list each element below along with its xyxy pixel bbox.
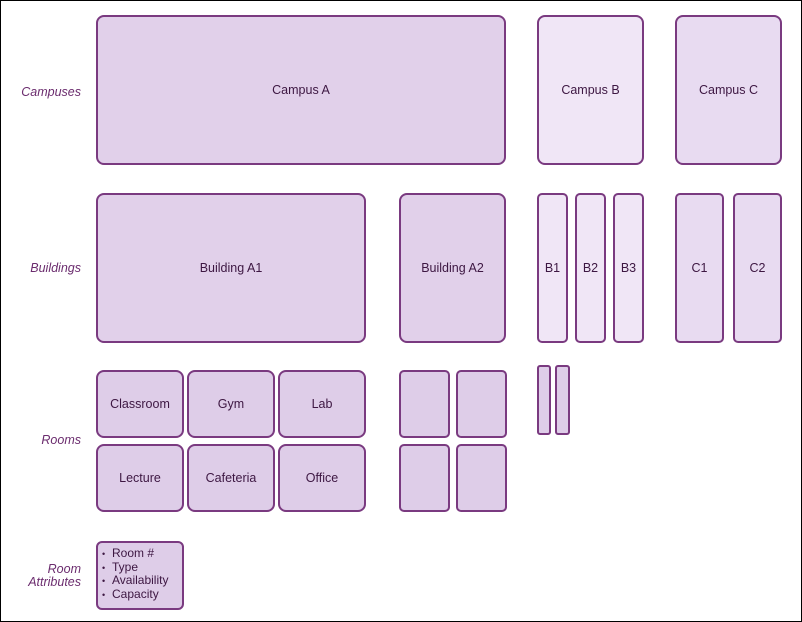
attribute-item: • Availability [102,574,182,588]
building-b2-box: B2 [575,193,606,343]
attribute-item: • Type [102,559,182,575]
room-a2-2-box [456,370,507,438]
room-office-box: Office [278,444,366,512]
attribute-room-number: Room # [112,546,155,560]
room-lecture-box: Lecture [96,444,184,512]
room-classroom-label: Classroom [110,397,170,411]
campus-a-label: Campus A [272,83,330,97]
attribute-item: • Capacity [102,586,182,602]
room-gym-box: Gym [187,370,275,438]
attribute-capacity: Capacity [112,586,159,601]
row-label-campuses: Campuses [21,85,81,99]
row-label-rooms: Rooms [41,433,81,447]
bullet-icon: • [102,562,106,573]
campus-c-label: Campus C [698,83,759,97]
building-c1-box: C1 [675,193,724,343]
building-c2-box: C2 [733,193,782,343]
row-label-room-attributes-line2: Attributes [28,575,81,589]
room-gym-label: Gym [217,397,245,411]
room-cafeteria-label: Cafeteria [205,471,257,485]
building-a2-box: Building A2 [399,193,506,343]
room-b1-1-box [537,365,551,435]
room-b1-2-box [555,365,570,435]
room-lab-label: Lab [311,397,333,411]
attribute-type: Type [112,559,139,574]
building-c1-label: C1 [691,261,708,275]
attribute-item: • Room # [102,547,182,561]
room-office-label: Office [305,471,339,485]
room-a2-3-box [399,444,450,512]
room-attributes-box: • Room # • Type • Availability • Capacity [96,541,184,610]
campus-a-box: Campus A [96,15,506,165]
building-b1-box: B1 [537,193,568,343]
room-a2-1-box [399,370,450,438]
room-lab-box: Lab [278,370,366,438]
building-a1-label: Building A1 [199,261,263,275]
campus-b-label: Campus B [561,83,620,97]
bullet-icon: • [102,576,106,586]
room-attributes-list: • Room # • Type • Availability • Capacity [102,547,182,601]
campus-b-box: Campus B [537,15,644,165]
building-b3-label: B3 [620,261,637,275]
row-label-room-attributes: Room Attributes [1,563,81,589]
room-classroom-box: Classroom [96,370,184,438]
campus-c-box: Campus C [675,15,782,165]
room-cafeteria-box: Cafeteria [187,444,275,512]
row-label-room-attributes-line1: Room [47,562,81,576]
building-c2-label: C2 [749,261,766,275]
building-b3-box: B3 [613,193,644,343]
building-a1-box: Building A1 [96,193,366,343]
row-label-buildings: Buildings [30,261,81,275]
building-b1-label: B1 [544,261,561,275]
bullet-icon: • [102,589,106,600]
room-lecture-label: Lecture [119,471,161,485]
building-a2-label: Building A2 [421,261,484,275]
room-a2-4-box [456,444,507,512]
bullet-icon: • [102,549,106,559]
building-b2-label: B2 [582,261,599,275]
attribute-availability: Availability [112,573,169,587]
